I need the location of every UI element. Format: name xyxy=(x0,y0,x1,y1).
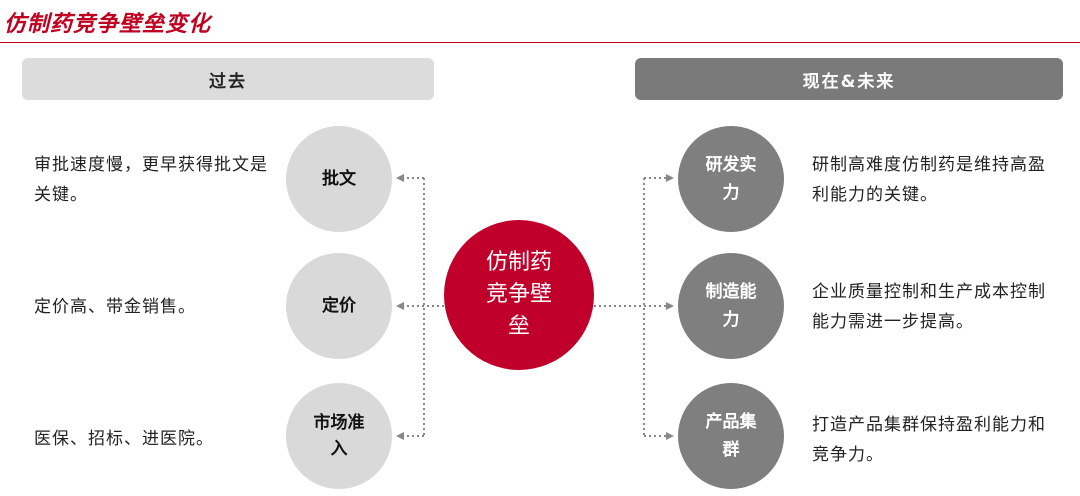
now-node-manufacturing: 制造能力 xyxy=(678,253,784,359)
now-node-label: 制造能力 xyxy=(705,282,757,330)
now-node-rd: 研发实力 xyxy=(678,126,784,232)
past-node-label: 定价 xyxy=(322,296,356,316)
past-node-approval: 批文 xyxy=(286,126,392,232)
past-node-pricing: 定价 xyxy=(286,253,392,359)
now-header-bar: 现在&未来 xyxy=(635,58,1063,100)
past-description-market-access: 医保、招标、进医院。 xyxy=(34,429,214,449)
page-title: 仿制药竞争壁垒变化 xyxy=(4,11,212,37)
past-description-pricing: 定价高、带金销售。 xyxy=(34,297,196,317)
now-description-manufacturing: 企业质量控制和生产成本控制能力需进一步提高。 xyxy=(812,282,1046,332)
now-node-label: 产品集群 xyxy=(705,412,757,460)
past-node-market-access: 市场准入 xyxy=(286,383,392,489)
past-description-approval: 审批速度慢，更早获得批文是关键。 xyxy=(34,155,268,205)
now-node-label: 研发实力 xyxy=(705,155,757,203)
title-divider xyxy=(0,42,1080,43)
now-description-product-cluster: 打造产品集群保持盈利能力和竞争力。 xyxy=(812,415,1046,465)
center-node: 仿制药竞争壁垒 xyxy=(444,220,594,370)
now-header-label: 现在&未来 xyxy=(802,71,896,92)
now-description-rd: 研制高难度仿制药是维持高盈利能力的关键。 xyxy=(812,155,1046,205)
center-node-label: 仿制药竞争壁垒 xyxy=(485,250,552,339)
past-node-label: 批文 xyxy=(322,169,356,189)
now-node-product-cluster: 产品集群 xyxy=(678,383,784,489)
past-header-bar: 过去 xyxy=(22,58,434,100)
past-header-label: 过去 xyxy=(209,71,247,92)
past-node-label: 市场准入 xyxy=(313,413,365,459)
